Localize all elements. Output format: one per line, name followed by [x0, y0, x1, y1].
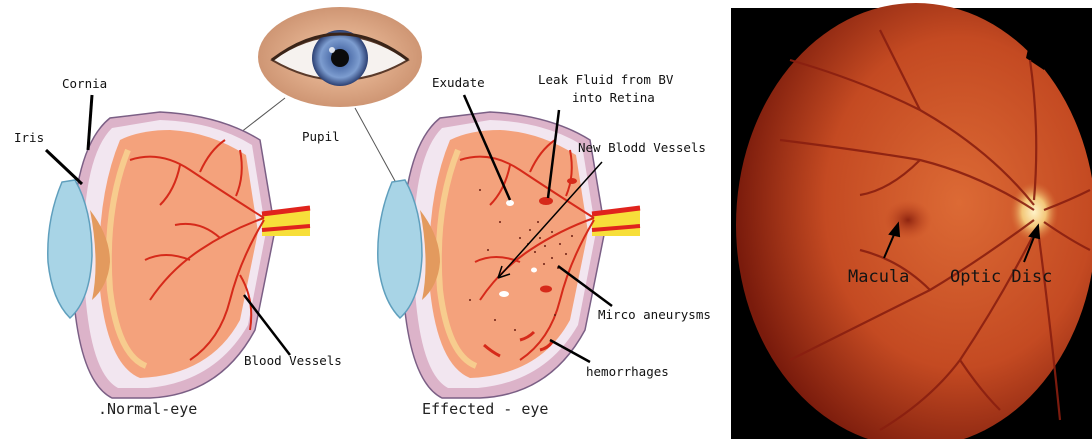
label-leak-fluid-line1: Leak Fluid from BV — [538, 72, 674, 87]
label-new-blood-vessels: New Blodd Vessels — [578, 140, 706, 155]
label-pupil: Pupil — [302, 129, 340, 144]
fundus-photo — [731, 3, 1092, 439]
label-blood-vessels: Blood Vessels — [244, 353, 342, 368]
label-macula: Macula — [848, 267, 909, 287]
label-iris: Iris — [14, 130, 44, 145]
label-hemorrhages: hemorrhages — [586, 364, 669, 379]
label-exudate: Exudate — [432, 75, 485, 90]
label-cornia: Cornia — [62, 76, 107, 91]
caption-normal-eye: .Normal-eye — [98, 400, 197, 418]
caption-affected-eye: Effected - eye — [422, 400, 548, 418]
label-micro-aneurysms: Mirco aneurysms — [598, 307, 711, 322]
label-leak-fluid-line2: into Retina — [572, 90, 655, 105]
label-optic-disc: Optic Disc — [950, 267, 1052, 287]
eye-photo — [258, 7, 422, 107]
